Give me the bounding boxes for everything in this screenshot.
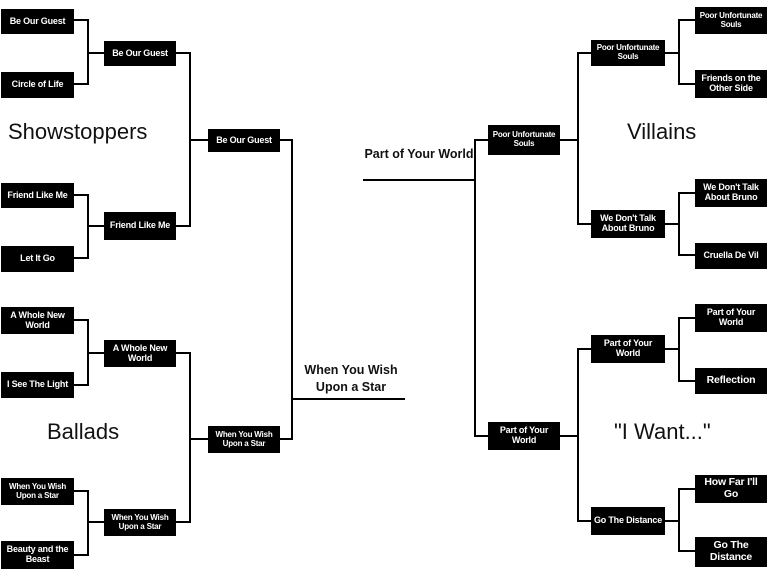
connector-line xyxy=(560,52,591,225)
right-r1-slot: How Far I'll Go xyxy=(695,475,767,503)
right-r1-slot: Go The Distance xyxy=(695,537,767,567)
finalist-left: When You Wish Upon a Star xyxy=(304,363,398,394)
right-r3-slot: Part of Your World xyxy=(488,422,560,450)
right-r1-slot: Friends on the Other Side xyxy=(695,70,767,98)
region-label-villains: Villains xyxy=(627,119,697,144)
region-label-ballads: Ballads xyxy=(47,419,120,444)
right-r1-slot: Part of Your World xyxy=(695,304,767,332)
left-r3-slot: Be Our Guest xyxy=(208,129,280,152)
left-r1-slot: When You Wish Upon a Star xyxy=(1,478,74,505)
connector-line xyxy=(176,52,208,227)
left-r1-slot: Circle of Life xyxy=(1,72,74,98)
right-r1-slot: Poor Unfortunate Souls xyxy=(695,7,767,34)
left-r1-slot: Let It Go xyxy=(1,246,74,272)
connector-line xyxy=(176,352,208,523)
connector-line xyxy=(74,194,104,259)
left-r2-slot: Friend Like Me xyxy=(104,212,176,240)
left-r2-slot: When You Wish Upon a Star xyxy=(104,509,176,536)
connector-line xyxy=(474,139,488,437)
left-r1-slot: I See The Light xyxy=(1,372,74,398)
right-r1-slot: Cruella De Vil xyxy=(695,243,767,269)
left-r1-slot: Friend Like Me xyxy=(1,183,74,208)
connector-line xyxy=(560,348,591,522)
right-r3-slot: Poor Unfortunate Souls xyxy=(488,125,560,155)
connector-line xyxy=(665,488,695,552)
left-r1-slot: A Whole New World xyxy=(1,307,74,334)
connector-line xyxy=(665,19,695,85)
region-label-showstoppers: Showstoppers xyxy=(8,119,148,144)
right-r2-slot: We Don't Talk About Bruno xyxy=(591,210,665,238)
connector-line xyxy=(74,319,104,386)
left-r1-slot: Beauty and the Beast xyxy=(1,541,74,569)
left-r2-slot: Be Our Guest xyxy=(104,41,176,66)
region-label-i-want: "I Want..." xyxy=(614,419,711,444)
right-r1-slot: Reflection xyxy=(695,368,767,394)
connector-line xyxy=(665,192,695,256)
right-r2-slot: Part of Your World xyxy=(591,335,665,363)
right-r2-slot: Poor Unfortunate Souls xyxy=(591,40,665,66)
left-r1-slot: Be Our Guest xyxy=(1,9,74,34)
connector-line xyxy=(280,139,293,440)
connector-line xyxy=(665,317,695,382)
right-r1-slot: We Don't Talk About Bruno xyxy=(695,179,767,207)
finalist-right: Part of Your World xyxy=(364,147,474,161)
right-r2-slot: Go The Distance xyxy=(591,507,665,535)
left-r2-slot: A Whole New World xyxy=(104,340,176,367)
left-r3-slot: When You Wish Upon a Star xyxy=(208,426,280,453)
connector-line xyxy=(74,490,104,556)
connector-line xyxy=(74,19,104,85)
